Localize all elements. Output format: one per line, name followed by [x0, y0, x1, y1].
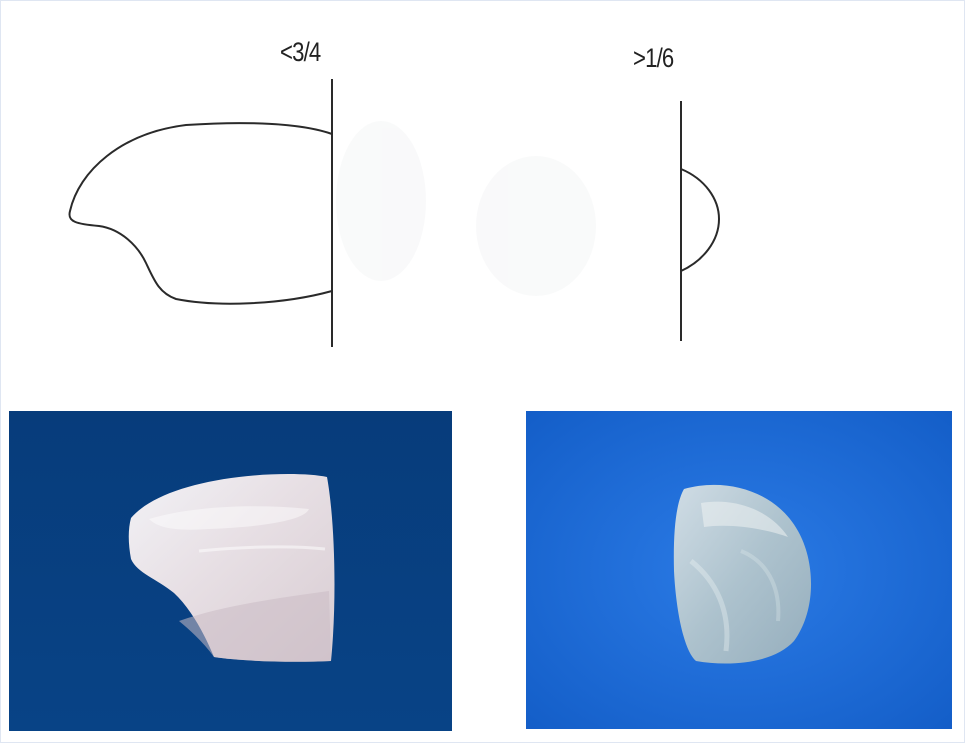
left-ratio-label: <3/4	[280, 37, 320, 68]
outline-diagram	[1, 1, 965, 401]
right-ratio-label: >1/6	[633, 43, 673, 74]
right-specimen-outline	[681, 169, 719, 271]
right-specimen-photo	[526, 411, 952, 729]
left-specimen-outline	[69, 123, 332, 304]
left-specimen-photo	[9, 411, 452, 731]
